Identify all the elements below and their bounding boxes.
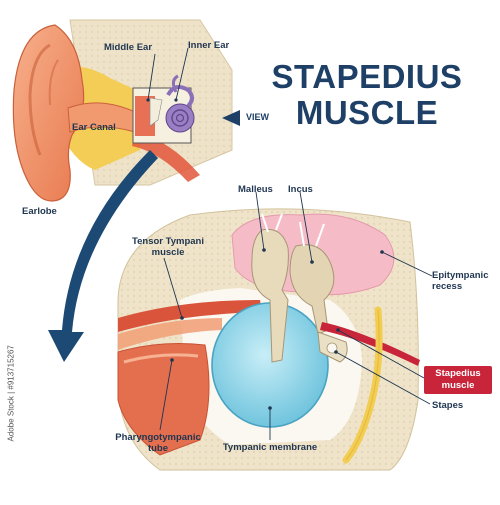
- incus: [289, 244, 335, 335]
- label-tensor-tympani-line-1: Tensor Tympani: [132, 236, 204, 247]
- label-ear-canal: Ear Canal: [72, 122, 116, 133]
- label-view: VIEW: [246, 112, 270, 122]
- zoom-arrow: [48, 150, 158, 362]
- label-inner-ear: Inner Ear: [188, 40, 230, 51]
- view-arrow: [222, 110, 240, 126]
- label-stapedius-line-1: Stapedius: [435, 368, 481, 379]
- cochlea: [165, 103, 195, 133]
- label-middle-ear: Middle Ear: [104, 42, 153, 53]
- label-tympanic-membrane: Tympanic membrane: [222, 442, 318, 453]
- label-tensor-tympani-line-2: muscle: [151, 247, 185, 258]
- label-epitympanic-line-1: Epitympanic: [432, 270, 489, 281]
- tensor-tympani-muscle: [118, 300, 262, 332]
- malleus: [251, 228, 289, 363]
- label-earlobe: Earlobe: [22, 206, 57, 217]
- pinna: [12, 24, 85, 202]
- label-stapes: Stapes: [432, 400, 464, 411]
- pharyngotympanic-tube: [117, 343, 210, 456]
- label-stapedius-line-2: muscle: [441, 380, 475, 391]
- label-pharyngotympanic-line-1: Pharyngotympanic: [115, 432, 201, 443]
- label-incus: Incus: [288, 184, 313, 195]
- label-malleus: Malleus: [238, 184, 273, 195]
- label-pharyngotympanic-line-2: tube: [147, 443, 169, 454]
- title-line-1: STAPEDIUS: [271, 58, 463, 95]
- title-line-2: MUSCLE: [295, 94, 439, 131]
- stapedius-muscle-badge: Stapedius muscle: [424, 366, 492, 394]
- outer-ear-illustration: [12, 19, 240, 202]
- stapedius-muscle-band: [320, 322, 420, 366]
- label-epitympanic-line-2: recess: [432, 281, 463, 292]
- middle-ear-cross-section: [117, 191, 433, 471]
- stock-id-watermark: Adobe Stock | #913715267: [6, 345, 16, 442]
